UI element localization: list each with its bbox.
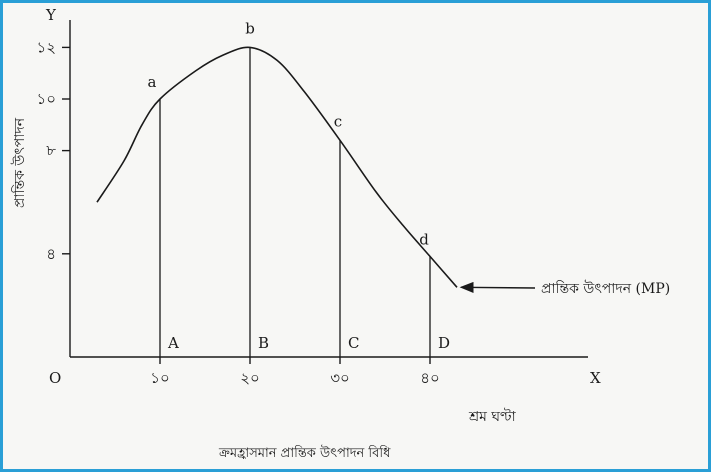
x-tick-label: ১০ bbox=[150, 369, 170, 387]
y-axis-label: প্রান্তিক উৎপাদন bbox=[11, 117, 28, 208]
x-tick-label: ৩০ bbox=[330, 369, 350, 387]
foot-label-D: D bbox=[438, 334, 450, 352]
point-label-a: a bbox=[148, 73, 157, 91]
point-label-d: d bbox=[419, 230, 429, 248]
point-label-c: c bbox=[334, 112, 342, 130]
y-ticks: ৪ ৮ ১০ ১২ bbox=[37, 38, 70, 263]
mp-curve bbox=[96, 46, 458, 288]
y-tick-label: ১২ bbox=[37, 38, 57, 56]
x-axis-label: শ্রম ঘণ্টা bbox=[468, 407, 517, 425]
x-tick-label: ৪০ bbox=[420, 369, 440, 387]
chart-caption: ক্রমহ্রাসমান প্রান্তিক উৎপাদন বিধি bbox=[218, 445, 391, 461]
x-ticks: ১০ ২০ ৩০ ৪০ bbox=[150, 357, 440, 387]
y-tick-label: ৪ bbox=[46, 245, 56, 263]
foot-label-B: B bbox=[258, 334, 269, 352]
x-tick-label: ২০ bbox=[240, 369, 260, 387]
origin-letter: O bbox=[49, 369, 61, 387]
y-axis-letter: Y bbox=[45, 6, 57, 24]
y-tick-label: ৮ bbox=[46, 142, 56, 160]
y-tick-label: ১০ bbox=[37, 90, 57, 108]
x-axis-letter: X bbox=[590, 369, 601, 387]
point-label-b: b bbox=[245, 19, 255, 37]
foot-label-C: C bbox=[348, 334, 359, 352]
annotation-arrow bbox=[459, 281, 536, 294]
drop-lines bbox=[159, 47, 431, 357]
foot-label-A: A bbox=[167, 334, 179, 352]
annotation-label: প্রান্তিক উৎপাদন (MP) bbox=[541, 280, 670, 297]
